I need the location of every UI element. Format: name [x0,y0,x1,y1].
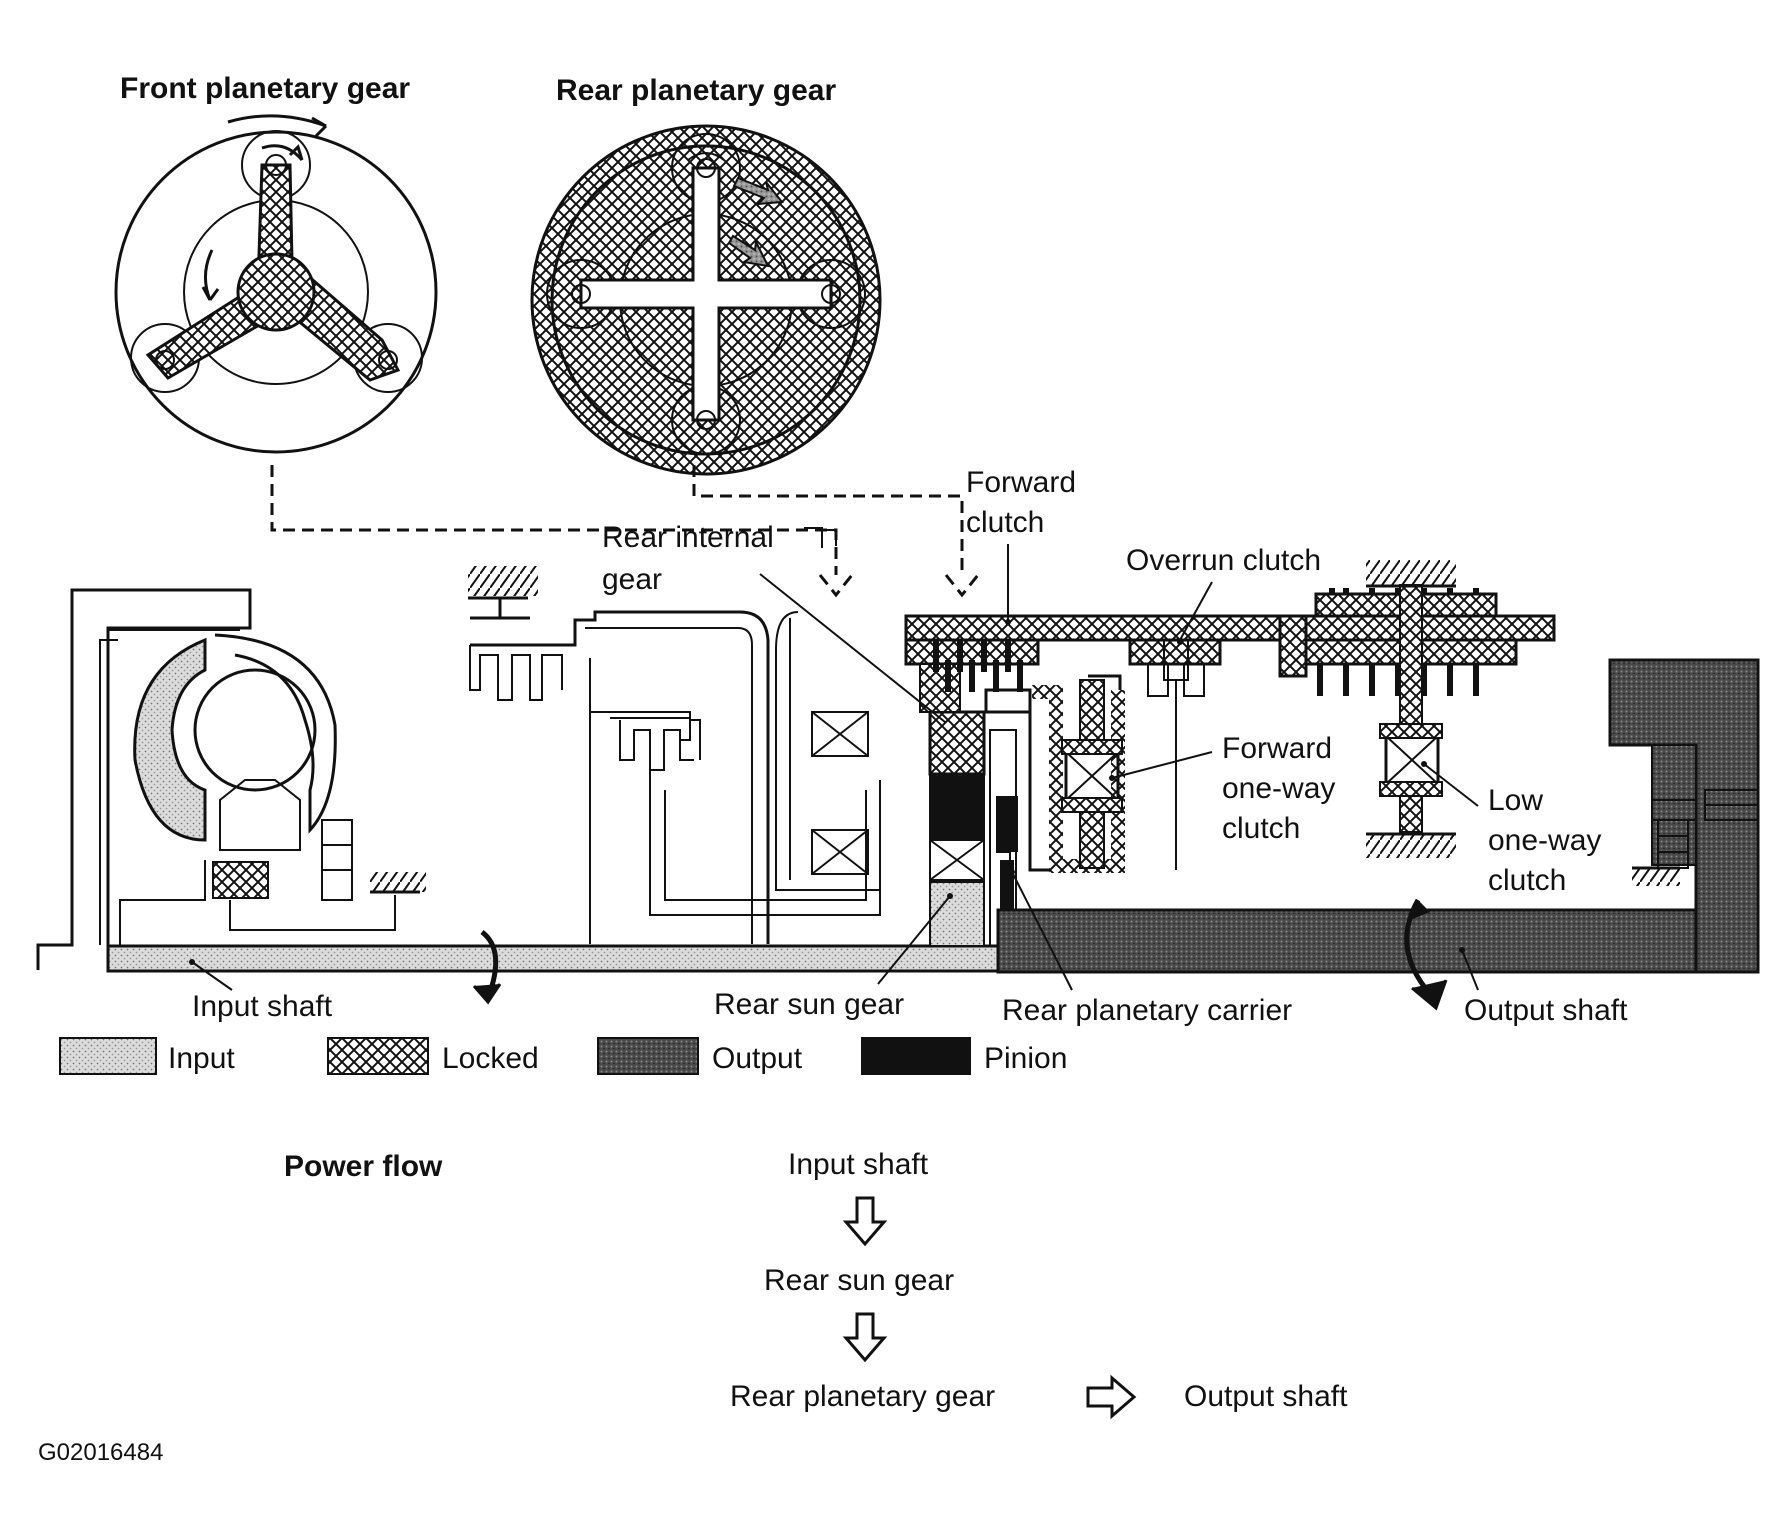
label-forward-clutch-2: clutch [966,506,1044,539]
legend: Input Locked Output Pinion [59,1037,1067,1075]
transmission-cross-section [36,560,1760,1011]
legend-item-input: Input [59,1037,235,1075]
figure-code: G02016484 [38,1439,163,1466]
legend-label-output: Output [712,1042,803,1075]
label-rear-sun-gear: Rear sun gear [714,988,904,1021]
down-arrow-icon [842,1196,888,1247]
label-forward-one-way-1: Forward [1222,732,1332,765]
legend-item-locked: Locked [327,1037,539,1075]
dashed-link-lines [270,465,980,598]
label-output-shaft: Output shaft [1464,994,1628,1027]
callout-labels: Forward clutch Rear internal gear Overru… [189,466,1628,1027]
legend-swatch-locked [327,1037,429,1075]
legend-item-output: Output [597,1037,803,1075]
label-low-one-way-1: Low [1488,784,1543,817]
label-low-one-way-2: one-way [1488,824,1601,857]
label-input-shaft: Input shaft [192,990,333,1023]
label-forward-one-way-3: clutch [1222,812,1300,845]
legend-label-locked: Locked [442,1042,539,1075]
legend-swatch-pinion [861,1037,971,1075]
front-gear-title: Front planetary gear [120,72,410,105]
power-flow: Power flow Input shaft Rear sun gear Rea… [284,1148,1348,1420]
label-rear-internal-gear-1: Rear internal [602,521,774,554]
down-arrow-icon [842,1312,888,1363]
label-overrun-clutch: Overrun clutch [1126,544,1321,577]
legend-item-pinion: Pinion [861,1037,1067,1075]
power-flow-step-rear-planetary-gear: Rear planetary gear [730,1380,995,1413]
legend-swatch-output [597,1037,699,1075]
legend-label-input: Input [168,1042,235,1075]
label-forward-clutch-1: Forward [966,466,1076,499]
label-rear-internal-gear-2: gear [602,563,662,596]
power-flow-step-rear-sun-gear: Rear sun gear [764,1264,954,1297]
power-flow-step-input-shaft: Input shaft [788,1148,929,1181]
label-rear-planetary-carrier: Rear planetary carrier [1002,994,1292,1027]
front-planetary-gear [114,114,438,454]
label-low-one-way-3: clutch [1488,864,1566,897]
power-flow-step-output-shaft: Output shaft [1184,1380,1348,1413]
legend-label-pinion: Pinion [984,1042,1067,1075]
legend-swatch-input [59,1037,157,1075]
rear-planetary-gear [530,124,882,476]
rear-gear-title: Rear planetary gear [556,74,836,107]
right-arrow-icon [1086,1374,1137,1420]
label-forward-one-way-2: one-way [1222,772,1335,805]
power-flow-title: Power flow [284,1150,443,1183]
